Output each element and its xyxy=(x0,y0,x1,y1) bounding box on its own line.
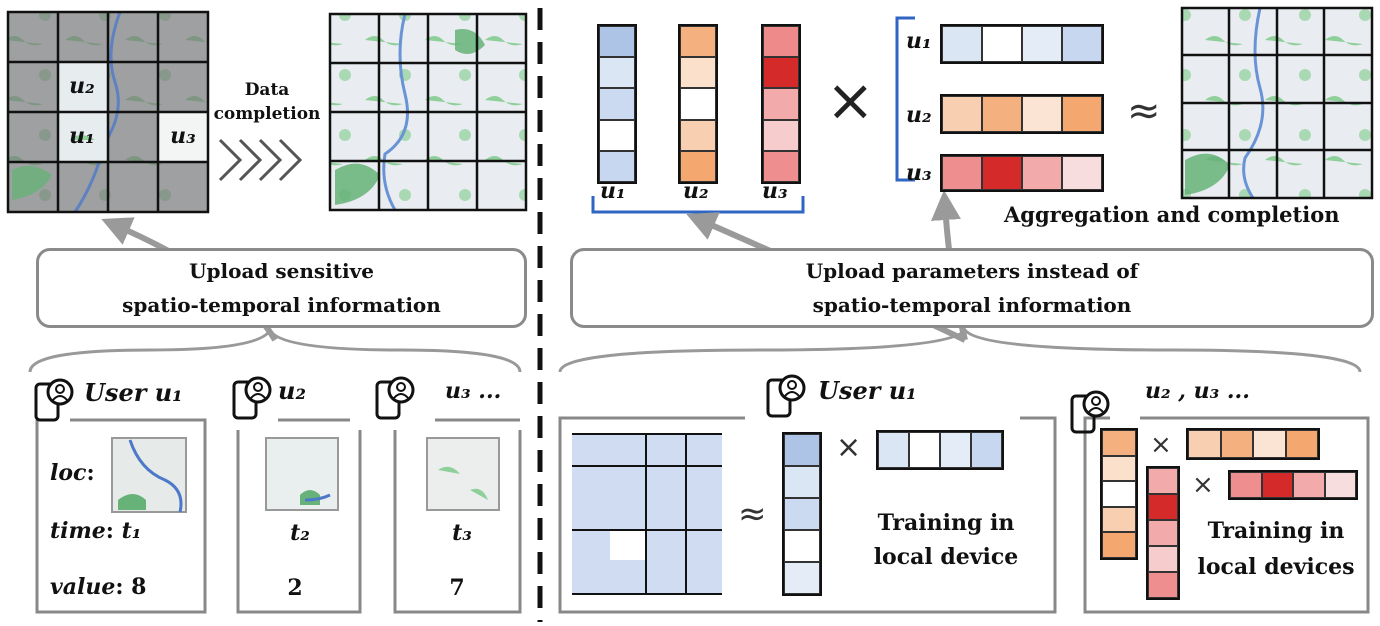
row-label-u3: u₃ xyxy=(906,160,932,186)
time-u2: t₂ xyxy=(290,520,310,546)
column-label-u1: u₁ xyxy=(600,178,626,204)
grid-label-u1: u₁ xyxy=(69,123,95,149)
phone-user-icon xyxy=(34,376,74,424)
row-label-u2: u₂ xyxy=(906,102,932,128)
upload-sensitive-box: Upload sensitive spatio-temporal informa… xyxy=(36,248,527,328)
field-time: time: t₁ xyxy=(50,518,142,544)
phone-user-icon xyxy=(766,372,806,420)
completed-map xyxy=(328,12,528,212)
aggregated-map xyxy=(1180,6,1374,200)
phone-user-icon xyxy=(1070,388,1110,436)
phone-user-icon xyxy=(375,374,415,422)
row-vector-u3 xyxy=(940,154,1104,192)
completion-label-line2: completion xyxy=(213,104,321,124)
training-local-device-line2: local device xyxy=(873,544,1019,570)
bracket-columns xyxy=(591,196,805,214)
local-column-vector-u2 xyxy=(1100,428,1138,560)
right-others-title: u₂ , u₃ ... xyxy=(1145,378,1250,404)
upload-sensitive-line1: Upload sensitive xyxy=(189,259,374,283)
phone-user-icon xyxy=(232,374,272,422)
training-local-device-line1: Training in xyxy=(877,510,1015,536)
row-label-u1: u₁ xyxy=(906,28,932,54)
upload-parameters-line2: spatio-temporal information xyxy=(812,293,1132,317)
training-local-devices-line2: local devices xyxy=(1197,554,1355,580)
local-matrix xyxy=(572,433,722,595)
training-local-devices-line1: Training in xyxy=(1207,518,1345,544)
column-vector-u3 xyxy=(761,24,801,184)
user-u1-title: User u₁ xyxy=(84,378,183,407)
completion-label-line1: Data xyxy=(244,80,290,100)
right-user-u1-title: User u₁ xyxy=(818,376,917,405)
user-u3-title: u₃ ... xyxy=(445,378,502,404)
column-vector-u2 xyxy=(678,24,718,184)
aggregation-label: Aggregation and completion xyxy=(1004,202,1340,227)
value-u3: 7 xyxy=(449,575,465,601)
multiply-symbol: × xyxy=(1192,470,1214,500)
local-column-vector-u3 xyxy=(1146,466,1180,600)
row-vector-u1 xyxy=(940,24,1104,64)
grid-label-u2: u₂ xyxy=(69,73,95,99)
field-loc: loc: xyxy=(50,460,95,486)
upload-sensitive-line2: spatio-temporal information xyxy=(122,293,441,317)
approx-symbol: ≈ xyxy=(738,494,767,534)
grid-label-u3: u₃ xyxy=(170,123,196,149)
local-row-vector xyxy=(876,430,1004,470)
incomplete-map xyxy=(6,10,210,214)
loc-thumbnail-u3 xyxy=(426,437,500,511)
users-brace-left xyxy=(28,326,522,373)
multiply-symbol: × xyxy=(826,66,875,134)
time-u3: t₃ xyxy=(452,520,472,546)
multiply-symbol: × xyxy=(836,430,862,465)
loc-thumbnail-u2 xyxy=(265,437,339,511)
multiply-symbol: × xyxy=(1150,430,1172,460)
approx-symbol: ≈ xyxy=(1127,88,1161,134)
users-brace-right xyxy=(558,327,1362,373)
chevron-arrows xyxy=(218,138,303,182)
local-row-vector-u2 xyxy=(1186,428,1320,460)
local-column-vector xyxy=(782,432,822,596)
upload-parameters-line1: Upload parameters instead of xyxy=(805,259,1139,283)
field-value: value: 8 xyxy=(50,574,147,600)
local-row-vector-u3 xyxy=(1228,470,1358,500)
column-label-u2: u₂ xyxy=(683,178,709,204)
upload-parameters-box: Upload parameters instead of spatio-temp… xyxy=(570,248,1374,328)
loc-thumbnail-u1 xyxy=(111,437,187,513)
value-u2: 2 xyxy=(287,575,303,601)
user-u2-title: u₂ xyxy=(278,376,306,405)
bracket-rows xyxy=(895,16,915,182)
row-vector-u2 xyxy=(940,94,1104,134)
column-vector-u1 xyxy=(597,24,637,184)
column-label-u3: u₃ xyxy=(762,178,788,204)
